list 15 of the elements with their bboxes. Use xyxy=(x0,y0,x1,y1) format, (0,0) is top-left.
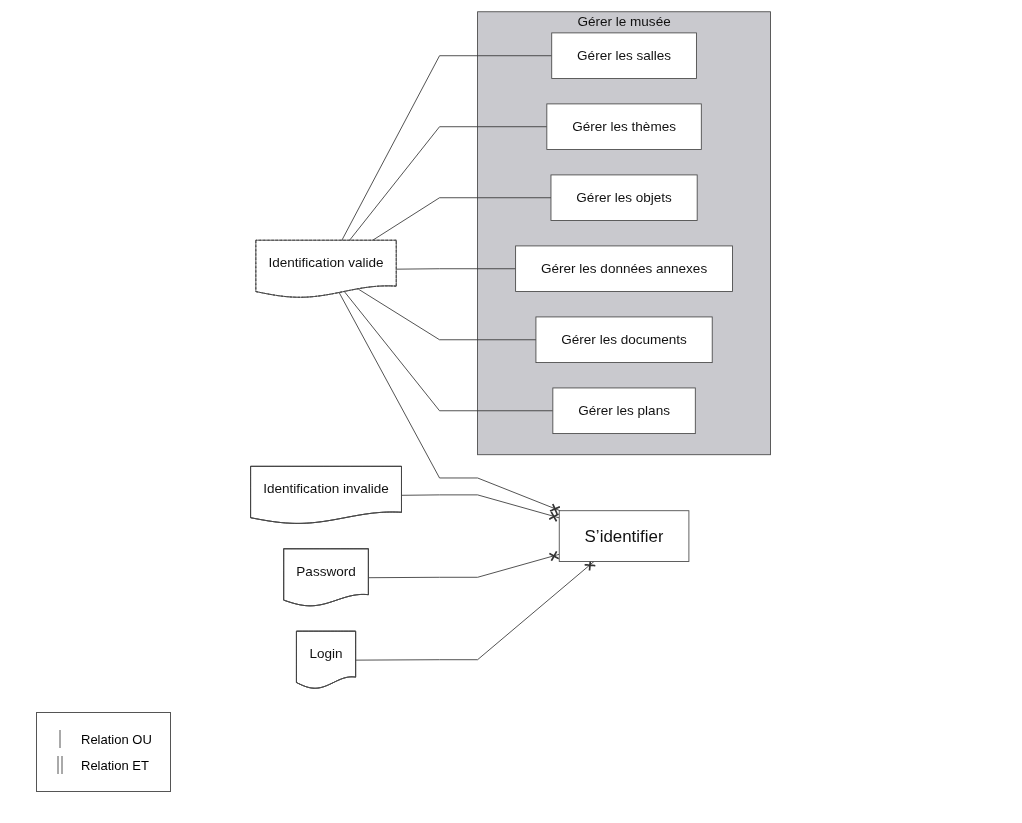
connector xyxy=(372,197,552,242)
connector xyxy=(349,126,548,242)
connector xyxy=(358,288,537,341)
connector xyxy=(341,55,553,242)
node-box: Gérer les données annexes xyxy=(515,245,734,292)
node-box: Gérer les thèmes xyxy=(546,103,703,150)
legend-label: Relation ET xyxy=(81,757,149,773)
node-box: S’identifier xyxy=(559,510,690,562)
node-box: Gérer les salles xyxy=(551,32,698,79)
node-box: Gérer les objets xyxy=(551,174,699,221)
legend-label: Relation OU xyxy=(81,731,152,747)
connector xyxy=(396,268,517,270)
node-box: Gérer les documents xyxy=(535,316,714,363)
node-box: Gérer les plans xyxy=(552,387,697,434)
connector xyxy=(344,291,554,412)
